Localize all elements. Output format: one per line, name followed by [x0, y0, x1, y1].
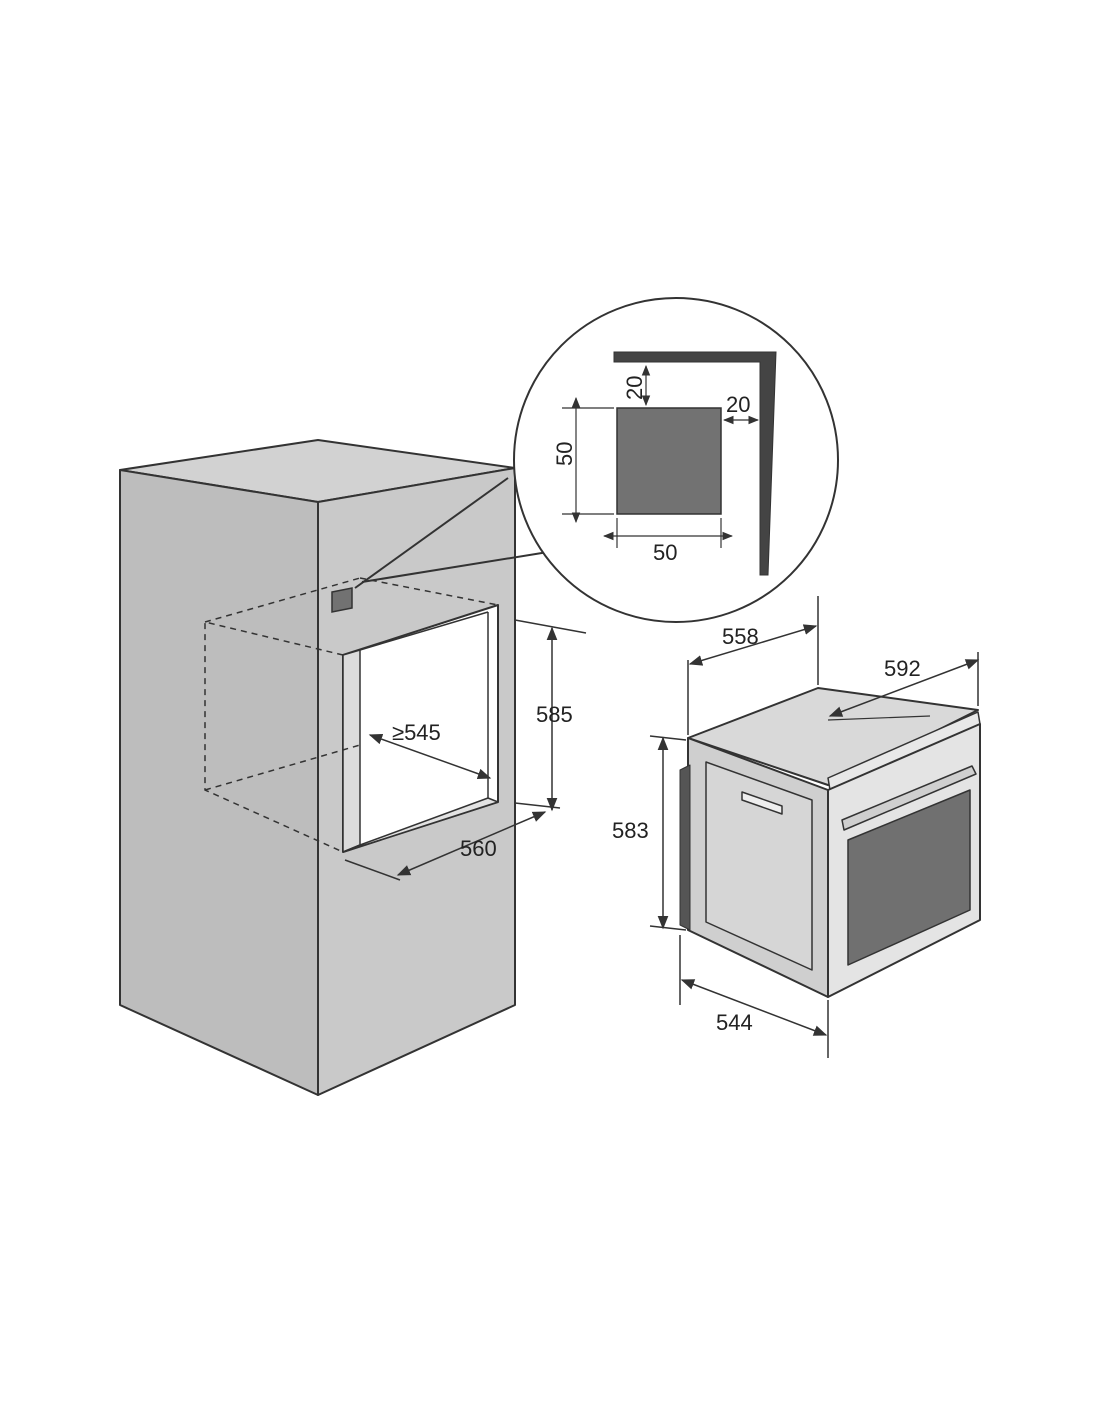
- detail-vent-height-label: 50: [552, 442, 577, 466]
- niche-inner-wall: [342, 649, 361, 853]
- oven-depth-label: 558: [722, 624, 759, 649]
- oven-dimensions: [649, 596, 980, 1058]
- oven: [679, 687, 981, 998]
- detail-vent-width-label: 50: [653, 540, 677, 565]
- detail-offset-side-label: 20: [726, 392, 750, 417]
- niche-dimensions: [344, 619, 587, 881]
- detail-dimensions: [562, 364, 760, 548]
- oven-handle: [841, 765, 977, 831]
- cabinet-vent: [331, 587, 353, 613]
- detail-callout: [354, 297, 839, 623]
- detail-offset-top-label: 20: [622, 376, 647, 400]
- cabinet: [119, 439, 516, 1096]
- oven-side-handle: [741, 791, 783, 815]
- oven-side-panel: [705, 761, 813, 971]
- niche-depth-label: ≥545: [392, 720, 441, 745]
- detail-vent-square: [616, 407, 722, 515]
- oven-width-label: 592: [884, 656, 921, 681]
- cabinet-left-side: [119, 469, 319, 1096]
- niche-width-label: 560: [460, 836, 497, 861]
- oven-body-width-label: 544: [716, 1010, 753, 1035]
- niche-height-label: 585: [536, 702, 573, 727]
- detail-corner-wall: [613, 351, 777, 576]
- oven-window: [847, 789, 971, 966]
- oven-rear-ledge: [679, 764, 691, 931]
- oven-height-label: 583: [612, 818, 649, 843]
- niche-hidden-edges: [204, 577, 499, 853]
